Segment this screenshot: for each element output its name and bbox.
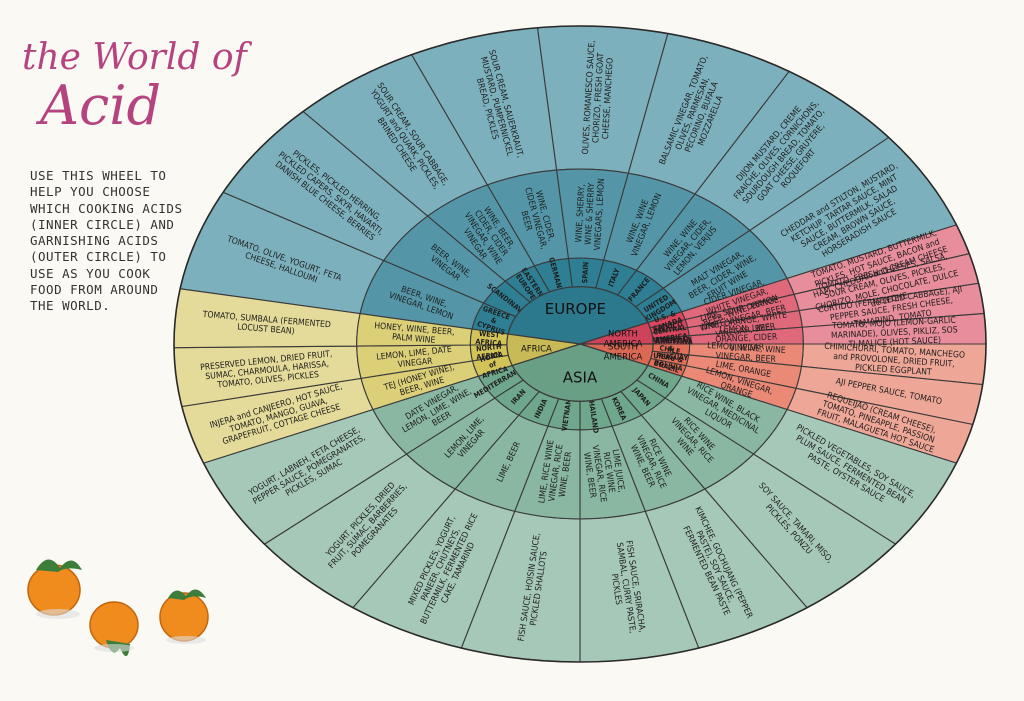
- tomato-icon: [27, 559, 82, 619]
- continent-segment: [511, 343, 649, 402]
- continent-segment: [506, 333, 581, 367]
- tomato-icon: [89, 601, 139, 657]
- continent-label: AFRICA: [521, 345, 552, 355]
- continent-label: ASIA: [563, 368, 598, 386]
- region-name: NORTHAFRICA: [475, 342, 503, 362]
- continent-label: EUROPE: [545, 300, 606, 318]
- cooking-label: HONEY, WINE, BEER,PALM WINE: [373, 321, 455, 347]
- continent-segment: [507, 286, 649, 345]
- region-name: WESTAFRICA: [475, 329, 503, 348]
- region-name: ARGENTINA&URUGUAY: [649, 335, 693, 363]
- garnish-label: OLIVES, ROMANESCO SAUCE,CHORIZO, FRESH G…: [581, 40, 617, 156]
- title: the World of Acid: [22, 37, 247, 137]
- tomato-icon: [159, 589, 209, 644]
- region-name: SPAIN: [580, 262, 590, 284]
- region-name: CARIBBEAN: [650, 335, 692, 346]
- title-line2: Acid: [40, 74, 162, 137]
- instructions-text: USE THIS WHEEL to HELP YOU CHOOSE WHICH …: [30, 168, 183, 313]
- wheel-outline: [173, 25, 987, 663]
- cooking-label: LEMON, LIME,ORANGE, CIDERVINEGAR: [715, 323, 779, 355]
- region-sectors: [173, 25, 987, 663]
- cooking-label: WINE, SHERRY,WINE & SHERRYVINEGARS, LEMO…: [574, 177, 607, 251]
- title-line1: the World of: [22, 37, 247, 78]
- region-name: CHILE,PERU &BOLIVIA: [653, 343, 687, 373]
- garnish-label: TOMATO, MOJO (LEMON-GARLICMARINADE), OLI…: [830, 316, 958, 351]
- cooking-label: LEMON, WINE, WINEVINEGAR, BEER: [706, 341, 786, 366]
